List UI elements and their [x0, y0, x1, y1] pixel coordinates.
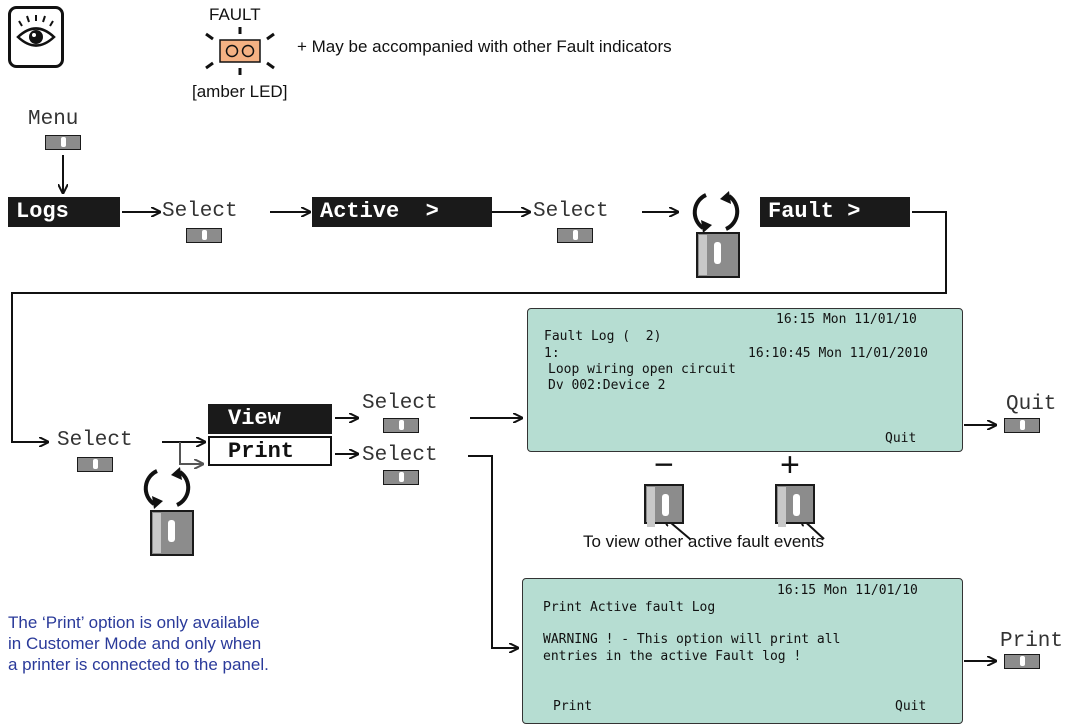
print-label: Print [1000, 630, 1064, 653]
lcd-entry-index: 1: [544, 346, 560, 361]
select-label-5: Select [362, 444, 438, 467]
lcd-entry-time: 16:10:45 Mon 11/01/2010 [748, 346, 929, 361]
eye-icon [8, 6, 64, 68]
lcd-print-quit-softkey: Quit [895, 699, 927, 714]
fault-led-caption: [amber LED] [192, 82, 288, 101]
menu-button-label: Menu [28, 108, 79, 131]
print-log-display: 16:15 Mon 11/01/10 Print Active fault Lo… [522, 578, 963, 724]
select-button-1[interactable] [186, 228, 222, 243]
lcd-print-title: Print Active fault Log [543, 600, 716, 615]
scroll-plus-button[interactable] [775, 484, 815, 527]
menu-fault[interactable]: Fault > [760, 197, 910, 227]
lcd-quit-softkey: Quit [885, 431, 917, 446]
select-button-4[interactable] [383, 418, 419, 433]
select-label-3: Select [57, 429, 133, 452]
fault-title: FAULT [209, 5, 261, 24]
scroll-button-1[interactable] [696, 232, 740, 278]
plus-label: + [780, 446, 800, 484]
quit-button[interactable] [1004, 418, 1040, 433]
fault-log-display: 16:15 Mon 11/01/10 Fault Log ( 2) 1: 16:… [527, 308, 963, 452]
select-label-1: Select [162, 200, 238, 223]
scroll-caption: To view other active fault events [583, 532, 824, 551]
lcd-print-warning-1: WARNING ! - This option will print all [543, 632, 841, 647]
lcd-entry-device: Dv 002:Device 2 [548, 378, 666, 393]
scroll-minus-button[interactable] [644, 484, 684, 527]
lcd-print-softkey: Print [553, 699, 593, 714]
select-button-3[interactable] [77, 457, 113, 472]
select-button-5[interactable] [383, 470, 419, 485]
menu-print[interactable]: Print [208, 436, 332, 466]
lcd-entry-desc: Loop wiring open circuit [548, 362, 736, 377]
menu-button[interactable] [45, 135, 81, 150]
fault-led-icon [200, 26, 280, 76]
menu-view[interactable]: View [208, 404, 332, 434]
scroll-button-2[interactable] [150, 510, 194, 556]
select-label-4: Select [362, 392, 438, 415]
print-button[interactable] [1004, 654, 1040, 669]
print-note-line1: The ‘Print’ option is only available [8, 613, 260, 632]
menu-active[interactable]: Active > [312, 197, 492, 227]
scroll-cycle-icon [141, 462, 193, 514]
lcd-time: 16:15 Mon 11/01/10 [776, 312, 917, 327]
print-note: The ‘Print’ option is only available in … [8, 612, 269, 675]
quit-label: Quit [1006, 393, 1057, 416]
lcd-print-warning-2: entries in the active Fault log ! [543, 649, 802, 664]
minus-label: − [654, 446, 674, 484]
select-label-2: Select [533, 200, 609, 223]
lcd-print-time: 16:15 Mon 11/01/10 [777, 583, 918, 598]
menu-logs[interactable]: Logs [8, 197, 120, 227]
print-note-line2: in Customer Mode and only when [8, 634, 262, 653]
menu-print-label: Print [228, 439, 295, 464]
lcd-title: Fault Log ( 2) [544, 329, 662, 344]
select-button-2[interactable] [557, 228, 593, 243]
fault-note: + May be accompanied with other Fault in… [297, 37, 672, 56]
scroll-cycle-icon [690, 186, 742, 238]
print-note-line3: a printer is connected to the panel. [8, 655, 269, 674]
